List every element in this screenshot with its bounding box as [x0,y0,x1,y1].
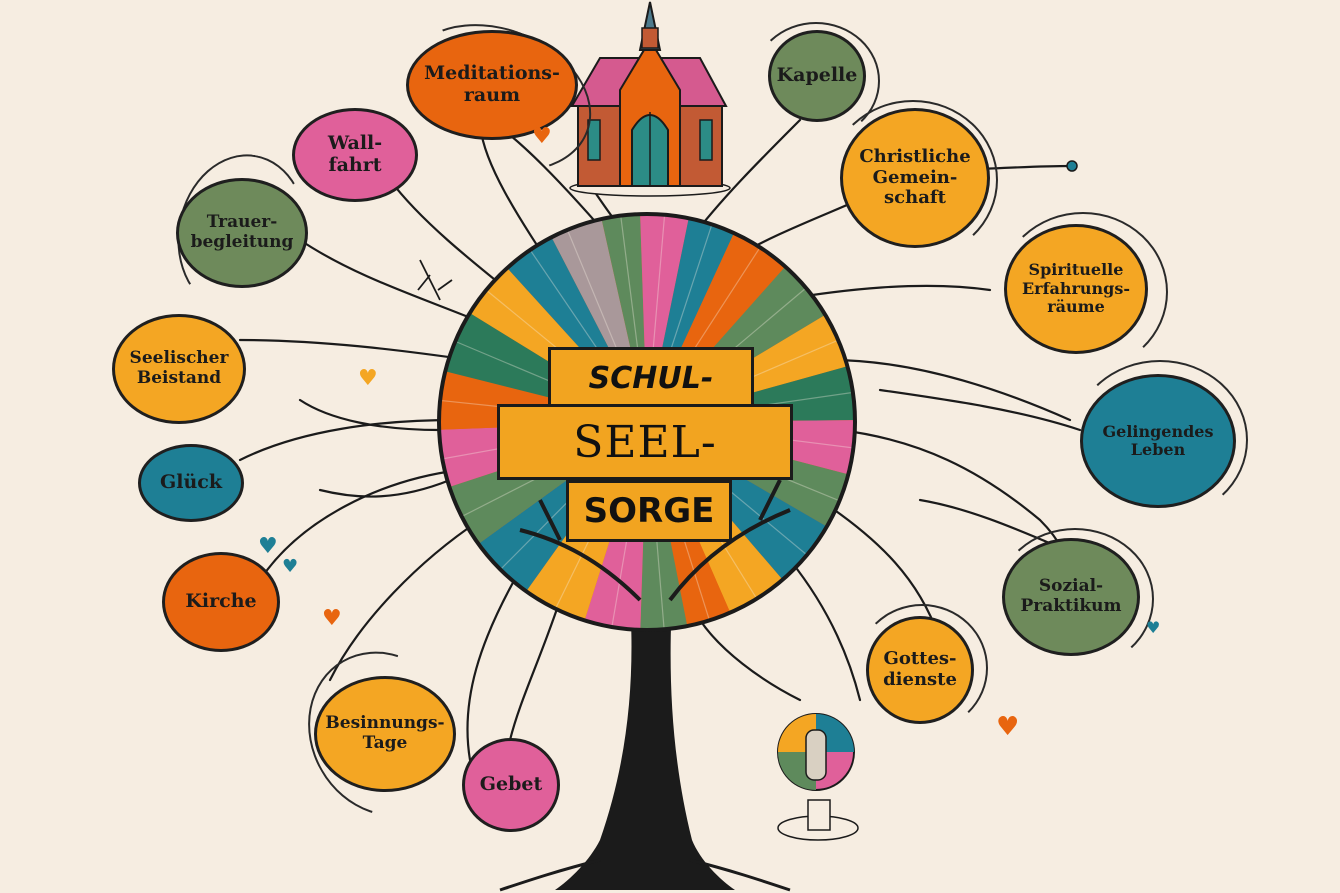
node-spirituelle-erfahrungsraeume: Spirituelle Erfahrungs- räume [1004,224,1148,354]
node-meditationsraum: Meditations- raum [406,30,578,140]
decor-ring [752,22,880,140]
decorative-twig [417,259,453,301]
node-trauerbegleitung: Trauer- begleitung [176,178,308,288]
node-gebet: Gebet [462,738,560,832]
title-line1: SCHUL- [588,360,714,396]
node-seelischer-beistand: Seelischer Beistand [112,314,246,424]
branch-tip-dot [1066,160,1078,172]
node-besinnungstage: Besinnungs- Tage [314,676,456,792]
heart-icon: ♥ [1146,618,1161,637]
heart-icon: ♥ [532,124,552,149]
title-line2: SEEL- [573,416,717,468]
node-christliche-gemeinschaft: Christliche Gemein- schaft [840,108,990,248]
decor-ring [828,100,998,260]
heart-icon: ♥ [322,606,342,631]
title-schul: SCHUL- [548,347,754,409]
church-icon [569,1,731,197]
node-glueck: Glück [138,444,244,522]
heart-icon: ♥ [996,712,1020,742]
node-sozial-praktikum: Sozial- Praktikum [1002,538,1140,656]
node-gottesdienste: Gottes- dienste [866,616,974,724]
heart-icon: ♥ [358,366,378,391]
node-kapelle: Kapelle [768,30,866,122]
tree-trunk [555,600,735,890]
heart-icon: ♥ [258,534,278,559]
decor-ring [998,212,1168,372]
title-line3: SORGE [583,491,715,531]
node-wallfahrt: Wall- fahrt [292,108,418,202]
candle-lantern-icon [777,713,859,841]
tree-roots [499,858,791,892]
stained-glass-frame [437,212,857,632]
title-sorge: SORGE [566,480,732,542]
title-seel: SEEL- [497,404,793,480]
heart-icon: ♥ [282,556,299,577]
node-gelingendes-leben: Gelingendes Leben [1080,374,1236,508]
decor-ring [856,604,988,732]
decor-ring [1072,360,1248,520]
decor-ring [996,528,1154,670]
node-kirche: Kirche [162,552,280,652]
